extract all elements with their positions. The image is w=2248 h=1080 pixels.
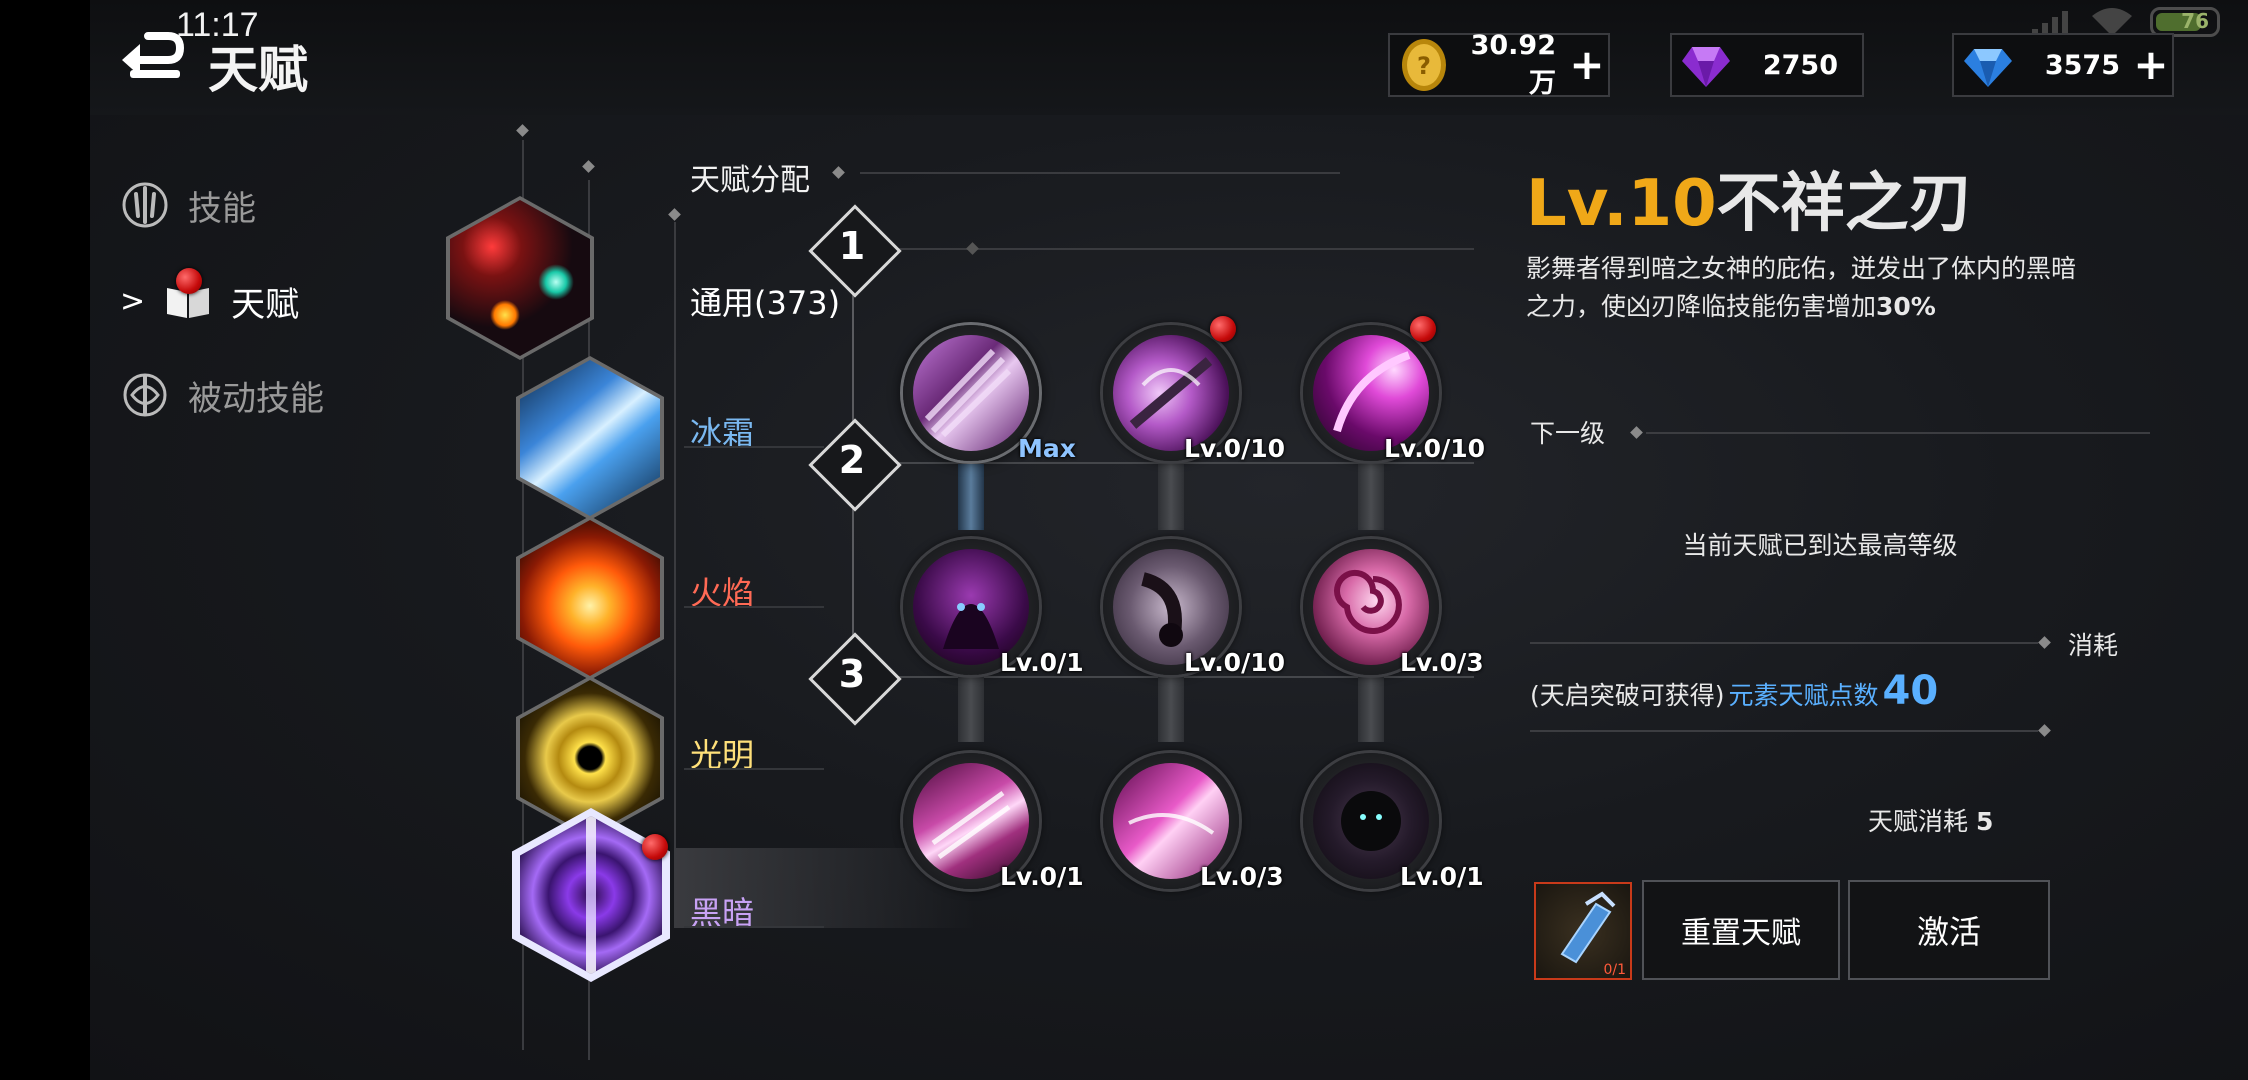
talent-node-9-level: Lv.0/1 [1400,862,1484,891]
element-points-value: 40 [1882,668,1939,714]
swirl-blade-icon [1129,357,1213,429]
talent-allocation-header: 天赋分配 [690,163,810,198]
talent-node-8-level: Lv.0/3 [1200,862,1284,891]
dark-notification-dot [642,834,668,860]
page-title: 天赋 [208,41,308,99]
item-count: 0/1 [1603,962,1626,978]
talent-node-6-level: Lv.0/3 [1400,648,1484,677]
talent-node-2-dot [1210,316,1236,342]
sidebar-item-talent[interactable]: > 天赋 [120,276,299,326]
cost-row: (天启突破可获得) 元素天赋点数 40 [1530,668,1939,714]
talent-title: Lv.10不祥之刃 [1526,152,1973,244]
talent-node-9[interactable] [1303,753,1439,889]
svg-text:?: ? [1417,52,1431,80]
talent-book-icon [167,288,210,318]
deco-diamond [832,166,845,179]
deco-diamond [516,124,529,137]
talent-node-3-dot [1410,316,1436,342]
talent-node-2-level: Lv.0/10 [1184,434,1286,463]
max-level-message: 当前天赋已到达最高等级 [1682,531,1958,560]
talent-cost: 天赋消耗 5 [1868,807,1994,836]
purple-gem-icon [1682,47,1730,87]
battery-indicator: 76 [2150,7,2220,37]
category-general-label[interactable]: 通用(373) [690,284,841,322]
talent-screen: 11:17 天赋 76 ? 30.92万 + 2750 [90,0,2248,1080]
talent-node-7-level: Lv.0/1 [1000,862,1084,891]
header-line [860,172,1340,174]
blue-diamond-icon [1964,49,2012,87]
talent-node-6[interactable] [1303,539,1439,675]
talent-bonus-value: 30% [1876,292,1936,321]
tree-line-right [674,222,676,922]
purple-gem-currency: 2750 [1670,33,1864,97]
element-points-label: 元素天赋点数 [1728,681,1879,710]
skill-emblem-icon [122,182,168,228]
gold-coin-icon: ? [1402,39,1446,91]
triple-slash-icon [931,790,1011,860]
category-fire-label[interactable]: 火焰 [690,574,755,612]
talent-description: 影舞者得到暗之女神的庇佑，迸发出了体内的黑暗之力，使凶刃降临技能伤害增加30% [1526,254,2077,321]
talent-node-5[interactable] [1103,539,1239,675]
status-time: 11:17 [176,6,259,44]
talent-node-7[interactable] [903,753,1039,889]
deco-diamond [668,208,681,221]
category-light-label[interactable]: 光明 [690,736,755,774]
tier-2-line [890,462,1474,464]
dark-orb-icon [1341,791,1401,851]
talent-node-4[interactable] [903,539,1039,675]
talent-node-2[interactable] [1103,325,1239,461]
talent-node-3-level: Lv.0/10 [1384,434,1486,463]
vortex-icon [1334,569,1402,634]
category-dark-label[interactable]: 黑暗 [690,894,755,932]
signal-icon [2032,11,2068,35]
blade-icon [924,348,1012,438]
crescent-slash-icon [1333,351,1411,433]
talent-notification-dot [176,268,202,294]
talent-node-3[interactable] [1303,325,1439,461]
deco-diamond [582,160,595,173]
dark-wisp-icon [1140,572,1183,647]
add-diamond-button[interactable]: + [2133,40,2169,89]
add-gold-button[interactable]: + [1569,40,1605,89]
shadow-figure-icon [943,603,999,649]
back-arrow-icon[interactable] [118,26,188,86]
wifi-icon [2092,8,2132,36]
gold-currency: ? 30.92万 + [1388,30,1610,99]
selected-chevron-icon: > [120,283,146,319]
cost-label: 消耗 [2068,631,2119,660]
talent-level: Lv.10 [1526,167,1717,241]
talent-node-4-level: Lv.0/1 [1000,648,1084,677]
reset-scroll-icon [1560,891,1616,964]
status-icons: 76 [2030,6,2220,38]
blue-diamond-currency: 3575 + [1952,33,2174,97]
reset-item-slot[interactable]: 0/1 [1534,882,1632,980]
talent-node-5-level: Lv.0/10 [1184,648,1286,677]
talent-node-1-level: Max [1018,434,1076,463]
category-frost-label[interactable]: 冰霜 [690,414,755,452]
sidebar-item-passive[interactable]: 被动技能 [120,370,324,420]
top-bar [90,0,2248,115]
talent-node-8[interactable] [1103,753,1239,889]
reset-talent-button[interactable]: 重置天赋 [1642,880,1840,980]
talent-name: 不祥之刃 [1716,167,1973,241]
tier-1-line [890,248,1474,250]
next-level-label: 下一级 [1530,419,1606,448]
sweep-blade-icon [1128,813,1215,835]
talent-node-1[interactable] [903,325,1039,461]
sidebar-item-skills[interactable]: 技能 [120,180,256,230]
passive-emblem-icon [123,373,167,417]
activate-button[interactable]: 激活 [1848,880,2050,980]
